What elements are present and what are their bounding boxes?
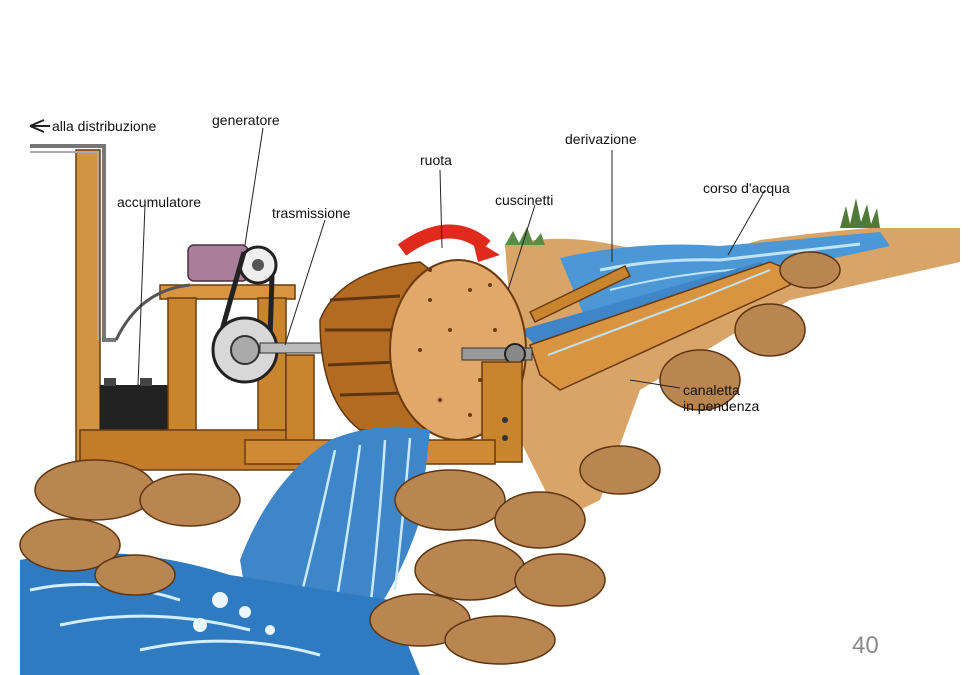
label-channel-line1: canaletta bbox=[683, 382, 740, 398]
label-distribution: alla distribuzione bbox=[52, 118, 156, 134]
rotation-arrow bbox=[402, 231, 500, 262]
label-generator: generatore bbox=[212, 112, 280, 128]
page-number: 40 bbox=[852, 632, 879, 660]
label-accumulator: accumulatore bbox=[117, 194, 201, 210]
generator-machine bbox=[188, 245, 276, 283]
label-watercourse: corso d'acqua bbox=[703, 180, 790, 196]
accumulator-boxes bbox=[100, 378, 170, 435]
label-transmission: trasmissione bbox=[272, 205, 351, 221]
label-bearings: cuscinetti bbox=[495, 192, 553, 208]
label-channel-line2: in pendenza bbox=[683, 398, 759, 414]
label-wheel: ruota bbox=[420, 152, 452, 168]
label-diversion: derivazione bbox=[565, 131, 637, 147]
